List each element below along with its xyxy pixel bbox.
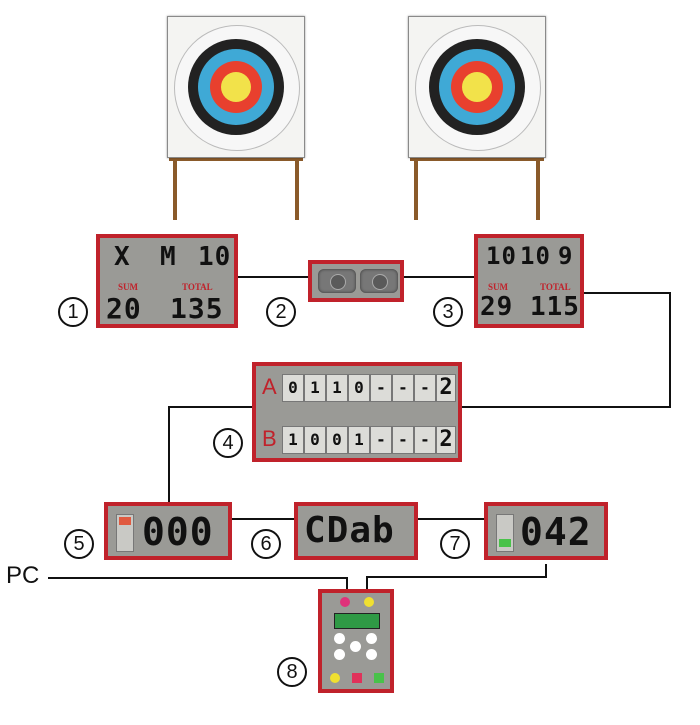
link-2-3: [404, 276, 474, 278]
row-b-cell: -: [370, 426, 392, 454]
white-button-icon[interactable]: [334, 649, 345, 660]
total-label: TOTAL: [540, 282, 571, 292]
target-left-leg-right: [295, 154, 299, 220]
display-5: 000: [104, 502, 232, 560]
row-b-cell: 0: [326, 426, 348, 454]
target-right: [404, 14, 550, 220]
row-b-cell: -: [392, 426, 414, 454]
ring-gold: [462, 72, 492, 102]
white-button-icon[interactable]: [366, 633, 377, 644]
arrow-2-value: M: [160, 242, 177, 272]
row-a-cell: -: [392, 374, 414, 402]
number-7: 7: [440, 529, 470, 559]
number-1: 1: [58, 297, 88, 327]
row-a-total: 2: [436, 374, 456, 402]
row-b-cell: 0: [304, 426, 326, 454]
pink-button-icon[interactable]: [340, 597, 350, 607]
link-to-4: [462, 406, 671, 408]
display-2: [308, 260, 404, 302]
link-1-2: [238, 276, 308, 278]
link-4-down: [168, 406, 170, 504]
target-left-leg-left: [173, 154, 177, 220]
target-right-crossbar: [410, 156, 544, 161]
total-value: 115: [530, 292, 580, 322]
sum-value: 29: [480, 292, 514, 322]
counter-icon: [116, 514, 134, 552]
row-a-cell: -: [414, 374, 436, 402]
row-a-cell: 0: [348, 374, 370, 402]
white-button-icon[interactable]: [350, 641, 361, 652]
link-7-down: [545, 564, 547, 578]
number-5: 5: [64, 529, 94, 559]
target-left-face: [167, 16, 305, 158]
link-4-left: [168, 406, 252, 408]
white-button-icon[interactable]: [334, 633, 345, 644]
pc-label: PC: [6, 562, 40, 589]
sum-label: SUM: [118, 282, 138, 292]
arrow-1-value: 10: [486, 242, 517, 270]
display-1: X M 10 SUM TOTAL 20 135: [96, 234, 238, 328]
sum-value: 20: [106, 292, 142, 325]
ring-gold: [221, 72, 251, 102]
row-a-cell: 1: [326, 374, 348, 402]
target-right-face: [408, 16, 546, 158]
total-value: 135: [170, 292, 224, 325]
arrow-2-value: 10: [520, 242, 551, 270]
display-6: CDab: [294, 502, 418, 560]
sensor-right-icon: [360, 269, 398, 293]
controller-screen: [334, 613, 380, 629]
display-7-value: 042: [520, 510, 592, 554]
target-right-leg-left: [414, 154, 418, 220]
green-square-button-icon[interactable]: [374, 673, 384, 683]
display-3: 10 10 9 SUM TOTAL 29 115: [474, 234, 584, 328]
row-a-cell: 0: [282, 374, 304, 402]
link-pc-down: [346, 577, 348, 591]
link-7-to-8: [366, 576, 368, 591]
arrow-3-value: 10: [198, 242, 232, 272]
yellow-button-icon[interactable]: [364, 597, 374, 607]
arrow-1-value: X: [114, 242, 131, 272]
row-b-total: 2: [436, 426, 456, 454]
red-square-button-icon[interactable]: [352, 673, 362, 683]
sum-label: SUM: [488, 282, 508, 292]
display-4: A 0 1 1 0 - - - 2 B 1 0 0 1 - - - 2: [252, 362, 462, 462]
yellow-button-icon[interactable]: [330, 673, 340, 683]
number-8: 8: [277, 657, 307, 687]
number-4: 4: [213, 428, 243, 458]
link-7-left: [366, 576, 547, 578]
display-6-value: CDab: [304, 510, 395, 551]
target-left-crossbar: [169, 156, 303, 161]
row-a-cell: -: [370, 374, 392, 402]
row-b-letter: B: [262, 426, 277, 451]
row-b-cell: -: [414, 426, 436, 454]
number-3: 3: [433, 297, 463, 327]
target-left: [163, 14, 309, 220]
white-button-icon[interactable]: [366, 649, 377, 660]
number-2: 2: [266, 297, 296, 327]
number-6: 6: [251, 529, 281, 559]
row-a-cell: 1: [304, 374, 326, 402]
row-b-cell: 1: [282, 426, 304, 454]
controller-8: [318, 589, 394, 693]
counter-icon: [496, 514, 514, 552]
target-right-leg-right: [536, 154, 540, 220]
link-pc: [48, 577, 348, 579]
display-7: 042: [484, 502, 608, 560]
link-5-6: [232, 518, 294, 520]
row-a-letter: A: [262, 374, 277, 399]
link-3-out: [584, 292, 670, 294]
row-b-cell: 1: [348, 426, 370, 454]
link-6-7: [418, 518, 484, 520]
display-5-value: 000: [142, 510, 214, 554]
arrow-3-value: 9: [558, 242, 574, 270]
link-3-down: [669, 292, 671, 407]
sensor-left-icon: [318, 269, 356, 293]
total-label: TOTAL: [182, 282, 213, 292]
